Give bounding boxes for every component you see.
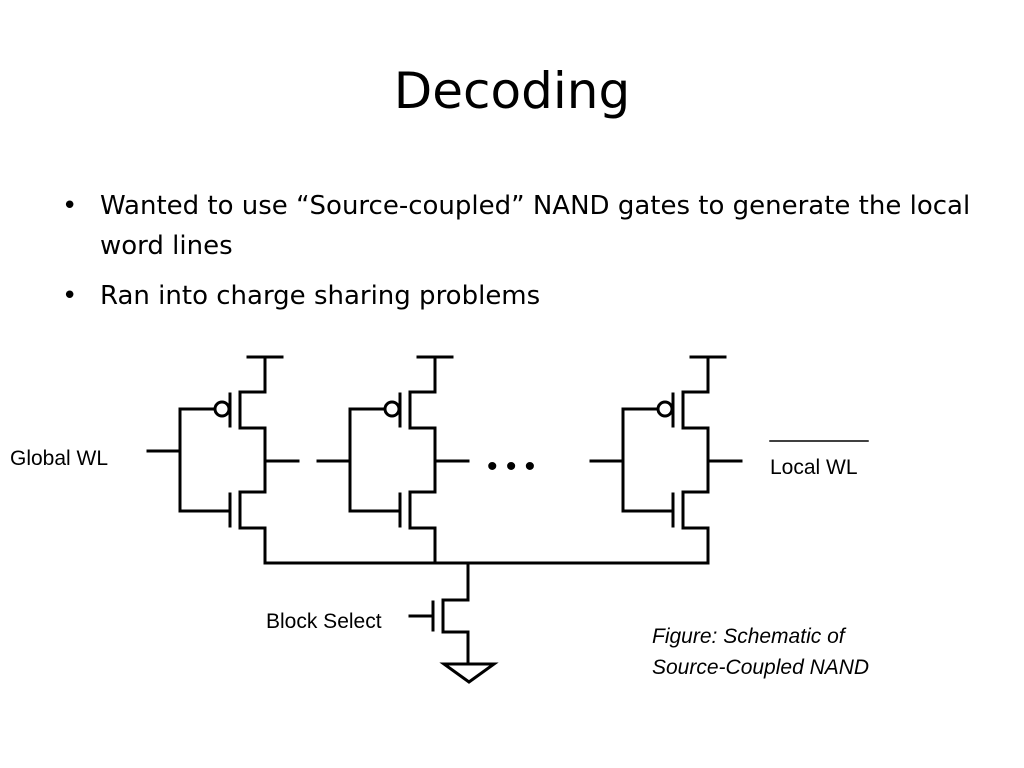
pmos-bubble — [656, 400, 674, 418]
ground-icon — [439, 662, 499, 684]
figure-caption-line-2: Source-Coupled NAND — [652, 656, 869, 679]
nand-stage-2 — [316, 355, 470, 565]
slide-title: Decoding — [393, 62, 631, 120]
bullet-item: • Ran into charge sharing problems — [58, 276, 978, 316]
pmos-bubble — [213, 400, 231, 418]
bullet-text: Wanted to use “Source-coupled” NAND gate… — [100, 191, 971, 261]
local-wl-label: Local WL — [770, 456, 858, 479]
ellipsis-label: • • • — [487, 450, 535, 483]
bullet-dot: • — [62, 191, 78, 221]
bullet-list: • Wanted to use “Source-coupled” NAND gat… — [58, 186, 978, 326]
bullet-item: • Wanted to use “Source-coupled” NAND gat… — [58, 186, 978, 266]
figure-caption-line-1: Figure: Schematic of — [652, 625, 847, 648]
bullet-text: Ran into charge sharing problems — [100, 281, 541, 311]
block-select-transistor — [408, 561, 470, 666]
nand-stage-1 — [146, 355, 300, 565]
pmos-bubble — [383, 400, 401, 418]
global-wl-label: Global WL — [10, 447, 108, 470]
bullet-dot: • — [62, 281, 78, 311]
block-select-label: Block Select — [266, 610, 382, 633]
nand-stage-3 — [589, 355, 743, 565]
